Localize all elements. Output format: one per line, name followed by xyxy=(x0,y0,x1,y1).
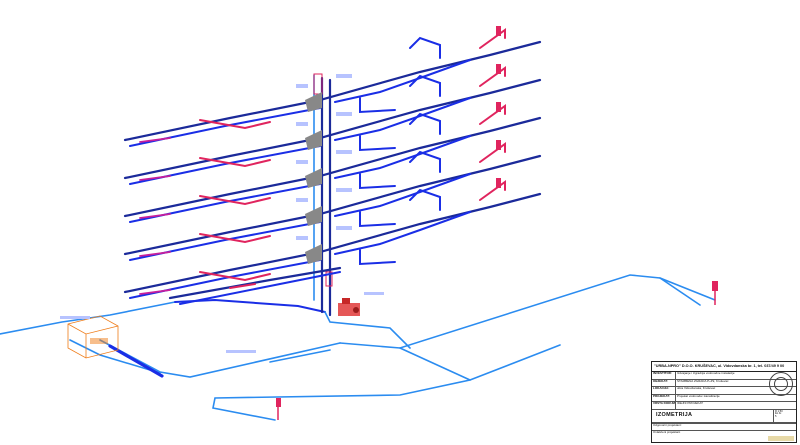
tb-label: OBJEKAT: xyxy=(652,379,676,386)
tb-row-investitor: INVESTITOR: Izdvajanje i izgradnja vodov… xyxy=(652,372,796,380)
sheet-name: IZOMETRIJA xyxy=(656,412,693,419)
tb-value: IDEJNI PROJEKAT xyxy=(677,402,703,405)
sheet-meta: R 1:50 list br. 5 xyxy=(773,409,796,422)
sheet-scale: R 1:50 xyxy=(775,409,783,413)
tb-value: STAMBENA ZGRADA P+Pk, Kruševac xyxy=(677,379,729,383)
tb-label: VRSTA DOKUMENTACIJE: xyxy=(652,402,676,409)
pump-station-icon xyxy=(338,298,360,316)
sheet-number: 5 xyxy=(775,415,777,419)
footer-text: Odgovorni projektant: xyxy=(653,423,682,427)
tb-label: PROJEKAT: xyxy=(652,394,676,401)
water-meter-shaft-icon xyxy=(67,315,119,359)
tb-label: LOKACIJA: xyxy=(652,387,676,394)
riser-fittings xyxy=(305,92,322,264)
floor-branches xyxy=(123,28,542,305)
tb-footer-row: Ovlašćeni projektant xyxy=(652,429,796,437)
tb-row-objekat: OBJEKAT: STAMBENA ZGRADA P+Pk, Kruševac xyxy=(652,379,796,387)
tb-value: Izdvajanje i izgradnja vodovodne instala… xyxy=(677,372,735,375)
footer-text: Ovlašćeni projektant xyxy=(653,430,681,434)
tb-label: INVESTITOR: xyxy=(652,372,676,379)
tb-value: ulica Vidovdanska, Kruševac xyxy=(677,387,716,390)
title-block: "URBA-NPRO" D.O.O. KRUŠEVAC, ul. Vidovda… xyxy=(651,361,797,443)
seal-stamp-icon xyxy=(769,372,793,396)
company-logo-icon xyxy=(768,436,794,441)
annotation-marks xyxy=(60,74,384,353)
tb-footer-row: Odgovorni projektant: xyxy=(652,422,796,430)
tb-value: Projekat vodovoda i kanalizacije xyxy=(677,394,720,398)
main-supply-line xyxy=(0,274,716,421)
sheet-name-row: IZOMETRIJA R 1:50 list br. 5 xyxy=(652,409,796,423)
hydrant-icon xyxy=(276,398,281,420)
sheet-list-label: list br. xyxy=(775,412,782,416)
company-header: "URBA-NPRO" D.O.O. KRUŠEVAC, ul. Vidovda… xyxy=(652,362,796,372)
hydrant-icon xyxy=(712,281,718,305)
tb-row-lokacija: LOKACIJA: ulica Vidovdanska, Kruševac xyxy=(652,387,796,395)
water-heater-icon xyxy=(496,26,501,188)
tb-row-vrsta: VRSTA DOKUMENTACIJE: IDEJNI PROJEKAT xyxy=(652,402,796,410)
tb-row-projekat: PROJEKAT: Projekat vodovoda i kanalizaci… xyxy=(652,394,796,402)
vertical-riser xyxy=(313,73,333,317)
